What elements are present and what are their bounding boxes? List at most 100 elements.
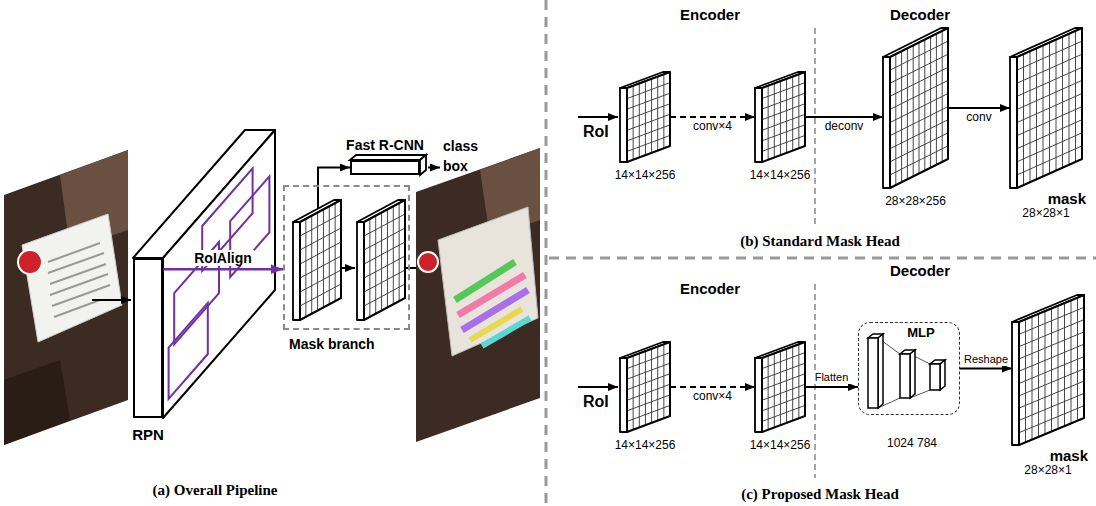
edge-label: conv xyxy=(964,111,993,125)
mask-branch-grid xyxy=(293,200,341,320)
edge-label: RoIAlign xyxy=(192,250,254,266)
mask-branch-grid xyxy=(300,284,341,306)
mask-branch-box: Mask branch xyxy=(283,185,410,330)
feature-map-grid xyxy=(890,28,948,188)
feature-map-grid xyxy=(620,72,670,162)
input-image xyxy=(50,264,106,284)
mask-branch-grid xyxy=(369,219,370,317)
mask-branch-grid xyxy=(305,219,306,317)
feature-map-grid xyxy=(1062,37,1063,168)
input-label: RoI xyxy=(583,123,609,141)
mask-output: mask28×28×1 xyxy=(1010,28,1082,188)
fast-rcnn-head: Fast R-CNN xyxy=(350,160,420,175)
mask-branch-grid xyxy=(364,284,405,306)
section-label: Encoder xyxy=(680,6,740,23)
mask-branch-grid xyxy=(329,206,330,304)
feature-map-grid xyxy=(1017,146,1082,175)
feature-map: 14×14×256 xyxy=(755,72,805,162)
dimension-label: 14×14×256 xyxy=(615,169,676,183)
panel-caption: (a) Overall Pipeline xyxy=(153,482,278,499)
dimension-label: 28×28×1 xyxy=(1022,207,1069,221)
dimension-label: 28×28×1 xyxy=(1024,464,1071,478)
input-image xyxy=(48,243,100,262)
encoder-decoder-divider xyxy=(814,28,816,228)
mask-branch-grid xyxy=(375,216,376,314)
block-label: MLP xyxy=(907,326,934,341)
block-label: Fast R-CNN xyxy=(346,137,424,153)
output-image xyxy=(418,252,438,272)
feature-map-grid xyxy=(627,72,670,162)
mask-branch-grid xyxy=(311,216,312,314)
feature-map-grid xyxy=(1075,31,1076,162)
panel-divider xyxy=(549,257,1096,260)
edge-label: deconv xyxy=(823,120,866,134)
feature-map-grid xyxy=(1071,300,1072,423)
mask-branch-grid xyxy=(393,206,394,304)
input-label: RoI xyxy=(583,393,609,411)
feature-map-grid xyxy=(890,120,948,149)
feature-map-grid xyxy=(1019,406,1084,433)
connector-arrow xyxy=(163,268,283,271)
output-image xyxy=(482,318,530,346)
roi-arrow xyxy=(578,116,618,118)
edge-label: conv×4 xyxy=(691,120,734,134)
rpn-block-faces xyxy=(133,130,275,418)
edge-label: conv×4 xyxy=(691,390,734,404)
feature-map-grid xyxy=(1019,357,1084,384)
dimension-label: 14×14×256 xyxy=(615,439,676,453)
feature-map-grid xyxy=(1069,34,1070,165)
input-image xyxy=(18,250,42,274)
layer-size-label: 1024 784 xyxy=(887,437,937,451)
feature-map-grid xyxy=(1017,28,1082,188)
feature-map-grid xyxy=(1077,298,1078,421)
feature-map-grid xyxy=(942,31,943,162)
head-block-faces xyxy=(420,155,426,175)
feature-map-grid xyxy=(620,88,627,162)
edge-label: Flatten xyxy=(813,371,851,384)
connector-arrow xyxy=(805,386,858,388)
rpn-block-faces xyxy=(163,130,275,418)
input-image xyxy=(52,285,110,306)
mask-branch-grid xyxy=(335,203,336,301)
section-label: Decoder xyxy=(890,262,950,279)
block-label: RPN xyxy=(132,426,164,443)
mlp-box: MLP xyxy=(858,322,960,415)
connector-arrow xyxy=(670,116,755,118)
feature-map-grid xyxy=(755,88,762,162)
feature-map-grid xyxy=(890,133,948,162)
feature-map-grid xyxy=(762,342,805,432)
section-label: Encoder xyxy=(680,280,740,297)
feature-map-grid xyxy=(924,40,925,171)
mask-branch-grid xyxy=(387,209,388,307)
feature-map-grid xyxy=(1019,369,1084,396)
feature-map: 14×14×256 xyxy=(620,72,670,162)
connector-arrow xyxy=(805,116,883,118)
output-label: box xyxy=(443,158,468,174)
panel-caption: (b) Standard Mask Head xyxy=(740,233,900,250)
input-image xyxy=(22,214,122,342)
mask-branch-grid xyxy=(300,200,341,320)
grid-arrow xyxy=(342,267,355,269)
block-label: mask xyxy=(1050,447,1088,464)
feature-map: 14×14×256 xyxy=(620,342,670,432)
mask-branch-grid xyxy=(300,200,341,320)
block-label: mask xyxy=(1048,190,1086,207)
mlp-layers xyxy=(868,338,878,408)
panel-divider xyxy=(545,0,548,506)
mask-branch-grid xyxy=(364,200,405,320)
feature-map-grid xyxy=(883,57,890,188)
roi-arrow xyxy=(578,386,618,388)
feature-map-grid xyxy=(1017,133,1082,162)
feature-map-grid xyxy=(1017,94,1082,123)
feature-map-grid xyxy=(755,72,805,162)
block-label: Mask branch xyxy=(289,336,375,352)
mask-branch-grid xyxy=(293,222,300,320)
feature-map-grid xyxy=(1012,322,1019,445)
feature-map-grid xyxy=(890,94,948,123)
rpn-block-faces xyxy=(169,303,208,399)
feature-map-grid xyxy=(620,358,627,432)
feature-map-grid xyxy=(1019,295,1084,445)
feature-map-grid xyxy=(627,72,670,162)
output-image xyxy=(416,148,540,442)
